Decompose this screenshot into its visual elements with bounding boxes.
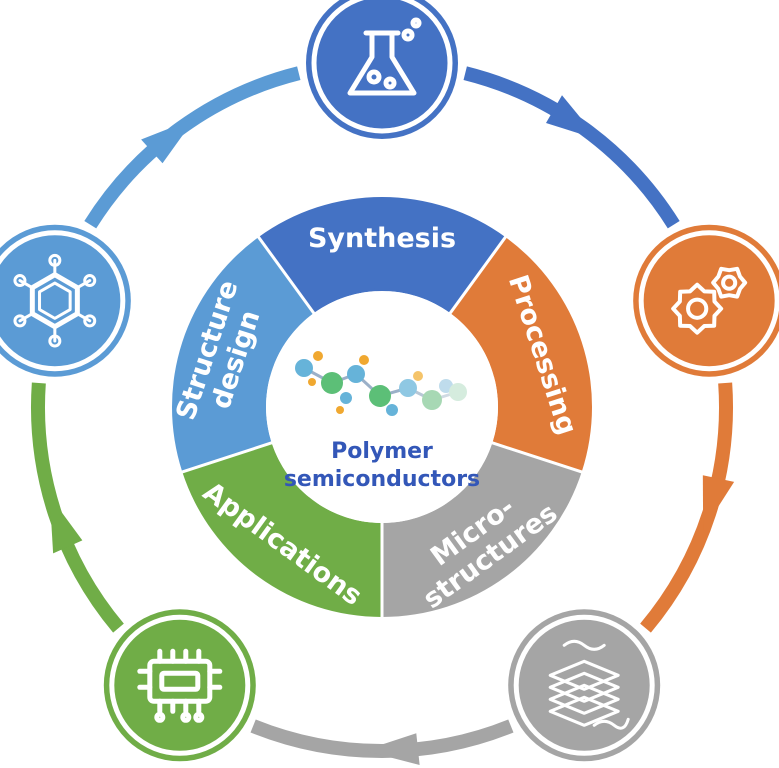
center-title-line2: semiconductors xyxy=(284,467,480,492)
ring-separator xyxy=(256,234,317,316)
segment-synthesis xyxy=(258,197,506,314)
node-inner-ring xyxy=(0,230,126,372)
center-title-line1: Polymer xyxy=(331,439,433,464)
arc-applications-to-structure xyxy=(31,382,124,633)
segment-processing xyxy=(450,237,592,472)
ring-separator xyxy=(447,234,508,316)
microchip-icon xyxy=(137,648,223,723)
segment-structure-design xyxy=(172,237,314,472)
benzene-ring-icon xyxy=(13,253,97,348)
segment-label-text: Synthesis xyxy=(308,223,456,254)
cycle-arrowhead xyxy=(49,496,83,554)
ring-separator xyxy=(179,440,275,474)
node-outer-circle xyxy=(633,224,779,377)
center-disc xyxy=(266,291,498,523)
arc-structure-to-synthesis xyxy=(84,66,301,229)
node-inner-ring xyxy=(513,614,655,756)
node-outer-circle xyxy=(0,224,131,377)
node-outer-circle xyxy=(103,609,256,762)
ring-separators xyxy=(179,234,585,619)
flask-icon xyxy=(347,17,422,96)
node-applications xyxy=(103,609,256,762)
ring-separator xyxy=(489,440,585,474)
layered-film-icon xyxy=(548,639,630,730)
node-outer-circle xyxy=(306,0,458,139)
polymer-chain-icon xyxy=(295,351,467,416)
outer-arrowheads xyxy=(49,95,735,766)
cycle-arrowhead xyxy=(363,733,420,766)
node-processing xyxy=(633,224,779,377)
segment-applications xyxy=(182,442,382,617)
node-inner-ring xyxy=(109,614,251,756)
segment-microstructures xyxy=(382,442,582,617)
segment-label-synthesis: Synthesis xyxy=(308,223,456,254)
cycle-arrowhead xyxy=(141,118,195,164)
arc-synthesis-to-processing xyxy=(463,66,680,229)
node-microstructures xyxy=(508,609,661,762)
cycle-arrowhead xyxy=(702,475,735,531)
node-inner-ring xyxy=(638,230,779,372)
inner-ring xyxy=(172,197,592,617)
cycle-arrowhead xyxy=(546,95,599,140)
node-structure xyxy=(0,224,131,377)
node-synthesis xyxy=(306,0,458,139)
gears-icon xyxy=(671,266,748,335)
node-inner-ring xyxy=(311,0,453,134)
